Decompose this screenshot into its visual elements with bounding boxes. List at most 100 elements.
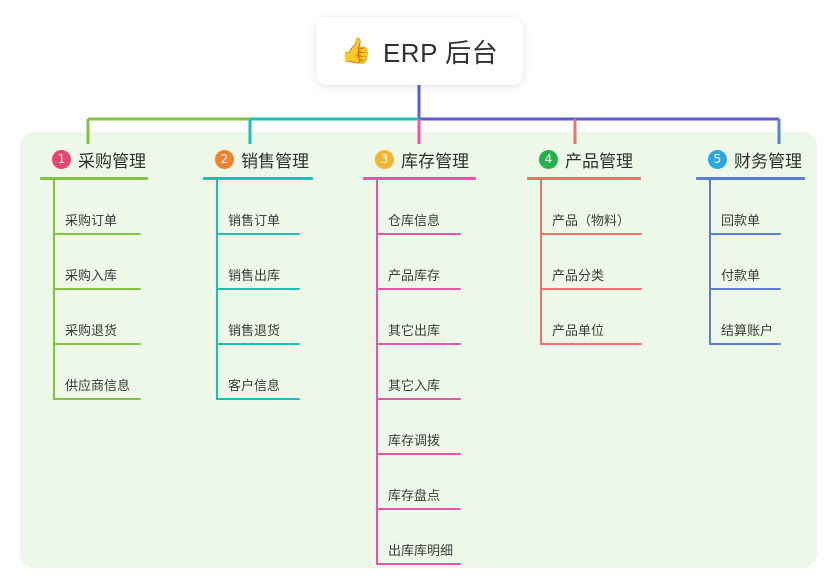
branch-item[interactable]: 采购订单 bbox=[40, 180, 148, 235]
branch-item-connector bbox=[53, 235, 55, 290]
branch-item-underline bbox=[53, 398, 141, 400]
branch-header-5[interactable]: 5 财务管理 bbox=[696, 145, 805, 173]
branch-item-list: 仓库信息产品库存其它出库其它入库库存调拨库存盘点出库库明细 bbox=[363, 180, 476, 565]
branch-item[interactable]: 其它入库 bbox=[363, 345, 476, 400]
branch-item-label: 产品分类 bbox=[552, 268, 605, 283]
branch-item-underline bbox=[540, 288, 642, 290]
root-node-content: 👍 ERP 后台 bbox=[341, 33, 498, 70]
root-node[interactable]: 👍 ERP 后台 bbox=[316, 17, 523, 85]
branch-item[interactable]: 产品分类 bbox=[527, 235, 642, 290]
branch-header-1[interactable]: 1 采购管理 bbox=[40, 145, 148, 173]
branch-item-label: 其它出库 bbox=[388, 323, 441, 338]
branch-header-label: 销售管理 bbox=[241, 151, 309, 171]
branch-item[interactable]: 客户信息 bbox=[203, 345, 313, 400]
branch-item[interactable]: 回款单 bbox=[696, 180, 805, 235]
branch-item-label: 销售订单 bbox=[228, 213, 281, 228]
branch-item-underline bbox=[53, 343, 141, 345]
branch-item-connector bbox=[376, 455, 378, 510]
branch-item[interactable]: 结算账户 bbox=[696, 290, 805, 345]
branch-item-connector bbox=[540, 180, 542, 235]
branch-item-connector bbox=[53, 345, 55, 400]
diagram-background-panel bbox=[20, 132, 817, 568]
branch-number-badge: 4 bbox=[539, 149, 558, 169]
branch-item[interactable]: 销售出库 bbox=[203, 235, 313, 290]
branch-item[interactable]: 其它出库 bbox=[363, 290, 476, 345]
branch-item-underline bbox=[53, 288, 141, 290]
branch-item-underline bbox=[540, 343, 642, 345]
branch-item-list: 采购订单采购入库采购退货供应商信息 bbox=[40, 180, 148, 400]
branch-item[interactable]: 产品单位 bbox=[527, 290, 642, 345]
branch-item-connector bbox=[376, 510, 378, 565]
branch-number-badge: 3 bbox=[375, 149, 394, 169]
branch-item-underline bbox=[216, 233, 300, 235]
branch-item-connector bbox=[540, 235, 542, 290]
branch-item-underline bbox=[376, 233, 461, 235]
branch-item-underline bbox=[376, 288, 461, 290]
branch-item-connector bbox=[376, 235, 378, 290]
branch-item-label: 产品单位 bbox=[552, 323, 605, 338]
branch-item[interactable]: 库存盘点 bbox=[363, 455, 476, 510]
branch-item-connector bbox=[53, 290, 55, 345]
branch-header-underline bbox=[40, 177, 148, 180]
branch-column-5: 5 财务管理回款单付款单结算账户 bbox=[696, 145, 805, 345]
branch-item-connector bbox=[216, 345, 218, 400]
branch-number-badge: 1 bbox=[52, 149, 71, 169]
branch-item[interactable]: 销售订单 bbox=[203, 180, 313, 235]
branch-item-underline bbox=[376, 398, 461, 400]
branch-item-connector bbox=[709, 235, 711, 290]
branch-item[interactable]: 销售退货 bbox=[203, 290, 313, 345]
root-title: ERP 后台 bbox=[382, 37, 499, 68]
branch-item-connector bbox=[216, 235, 218, 290]
branch-item-label: 库存盘点 bbox=[388, 488, 441, 503]
branch-item-underline bbox=[540, 233, 642, 235]
branch-item[interactable]: 付款单 bbox=[696, 235, 805, 290]
branch-item-list: 产品（物料） 产品分类产品单位 bbox=[527, 180, 642, 345]
branch-header-label: 库存管理 bbox=[401, 151, 469, 171]
branch-item-underline bbox=[709, 343, 781, 345]
branch-item-label: 其它入库 bbox=[388, 378, 441, 393]
branch-item-label: 采购入库 bbox=[65, 268, 118, 283]
branch-number-badge: 5 bbox=[708, 149, 727, 169]
branch-column-3: 3 库存管理仓库信息产品库存其它出库其它入库库存调拨库存盘点出库库明细 bbox=[363, 145, 476, 565]
branch-item-connector bbox=[376, 400, 378, 455]
branch-header-label: 采购管理 bbox=[78, 151, 146, 171]
branch-item[interactable]: 库存调拨 bbox=[363, 400, 476, 455]
branch-header-label: 财务管理 bbox=[734, 151, 802, 171]
branch-item-connector bbox=[376, 180, 378, 235]
branch-item-connector bbox=[709, 180, 711, 235]
branch-item[interactable]: 产品库存 bbox=[363, 235, 476, 290]
branch-header-underline bbox=[363, 177, 476, 180]
branch-header-3[interactable]: 3 库存管理 bbox=[363, 145, 476, 173]
branch-item[interactable]: 采购入库 bbox=[40, 235, 148, 290]
branch-item-underline bbox=[216, 398, 300, 400]
branch-item-connector bbox=[540, 290, 542, 345]
branch-item-connector bbox=[376, 345, 378, 400]
branch-header-underline bbox=[527, 177, 641, 180]
branch-item-underline bbox=[376, 453, 461, 455]
branch-item[interactable]: 产品（物料） bbox=[527, 180, 642, 235]
branch-item-label: 结算账户 bbox=[721, 323, 774, 338]
branch-item[interactable]: 供应商信息 bbox=[40, 345, 148, 400]
branch-header-underline bbox=[203, 177, 313, 180]
branch-item-connector bbox=[709, 290, 711, 345]
branch-item-underline bbox=[709, 288, 781, 290]
branch-item[interactable]: 仓库信息 bbox=[363, 180, 476, 235]
branch-item-underline bbox=[216, 288, 300, 290]
branch-column-1: 1 采购管理采购订单采购入库采购退货供应商信息 bbox=[40, 145, 148, 400]
branch-item-underline bbox=[376, 508, 461, 510]
branch-item[interactable]: 出库库明细 bbox=[363, 510, 476, 565]
branch-item[interactable]: 采购退货 bbox=[40, 290, 148, 345]
branch-item-connector bbox=[216, 180, 218, 235]
branch-item-underline bbox=[376, 343, 461, 345]
branch-item-label: 产品（物料） bbox=[552, 213, 631, 228]
branch-item-label: 客户信息 bbox=[228, 378, 281, 393]
branch-item-connector bbox=[53, 180, 55, 235]
branch-item-label: 产品库存 bbox=[388, 268, 441, 283]
branch-item-label: 采购订单 bbox=[65, 213, 118, 228]
